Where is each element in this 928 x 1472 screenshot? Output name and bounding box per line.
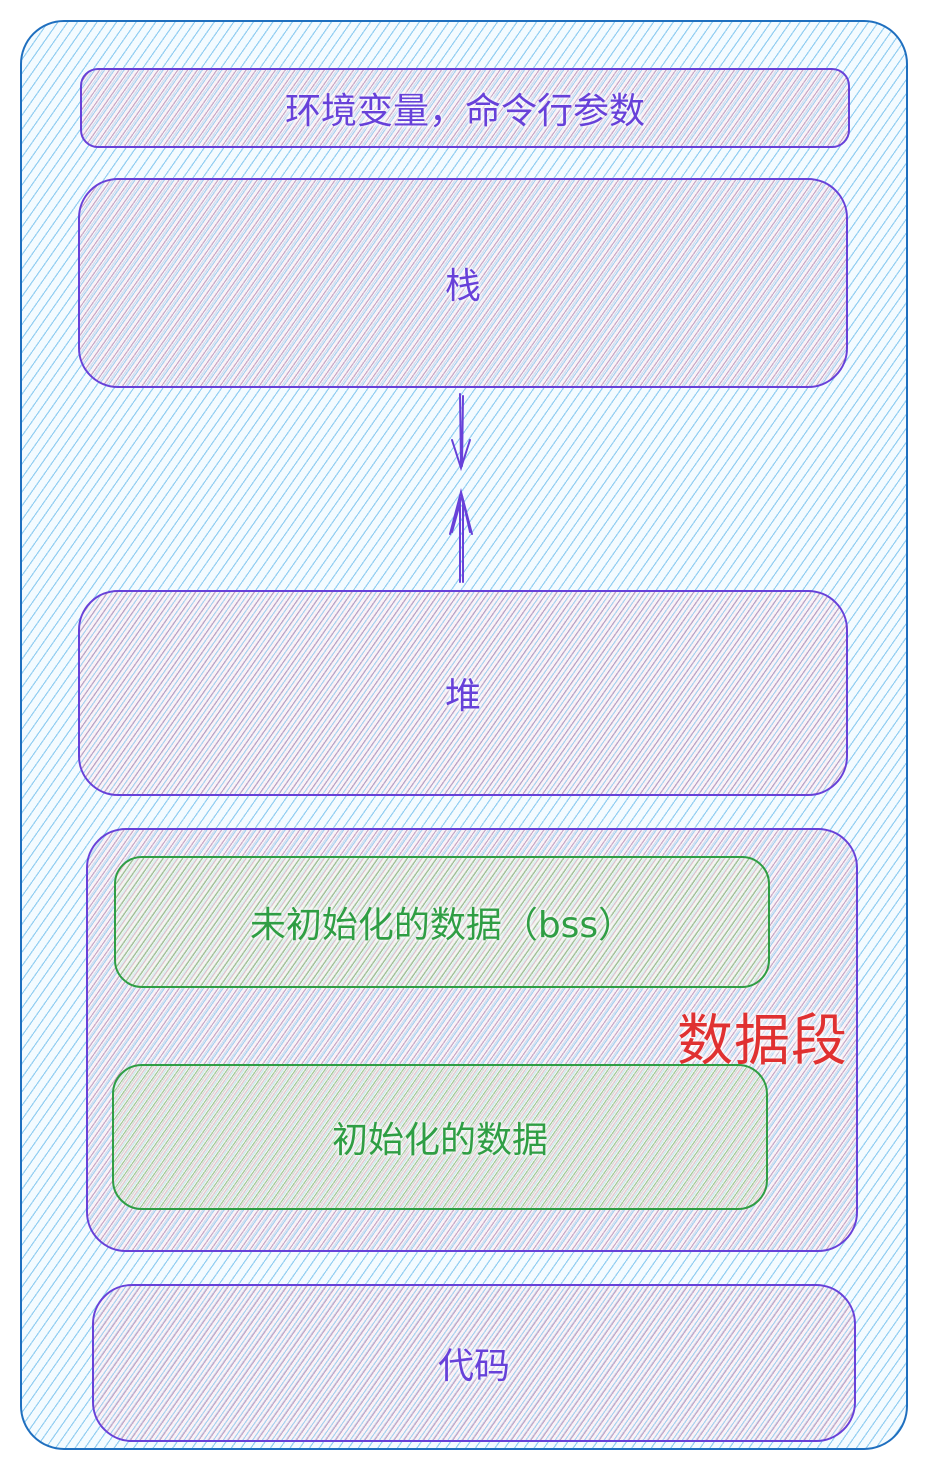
- initialized-data-box: 初始化的数据: [112, 1064, 768, 1210]
- env-args-label: 环境变量，命令行参数: [284, 91, 645, 132]
- env-args-segment: 环境变量，命令行参数: [80, 68, 850, 148]
- heap-up-arrow: [449, 488, 473, 583]
- bss-label: 未初始化的数据（bss）: [249, 905, 635, 946]
- growth-arrows: [449, 393, 473, 583]
- bss-box: 未初始化的数据（bss）: [114, 856, 770, 988]
- heap-segment: 堆: [78, 590, 848, 796]
- stack-label: 栈: [444, 266, 481, 307]
- initialized-data-label: 初始化的数据: [331, 1120, 548, 1161]
- stack-segment: 栈: [78, 178, 848, 388]
- code-segment: 代码: [92, 1284, 856, 1442]
- heap-label: 堆: [444, 676, 481, 717]
- stack-down-arrow: [451, 393, 471, 472]
- data-segment-label: 数据段: [677, 1009, 848, 1074]
- code-label: 代码: [437, 1346, 510, 1387]
